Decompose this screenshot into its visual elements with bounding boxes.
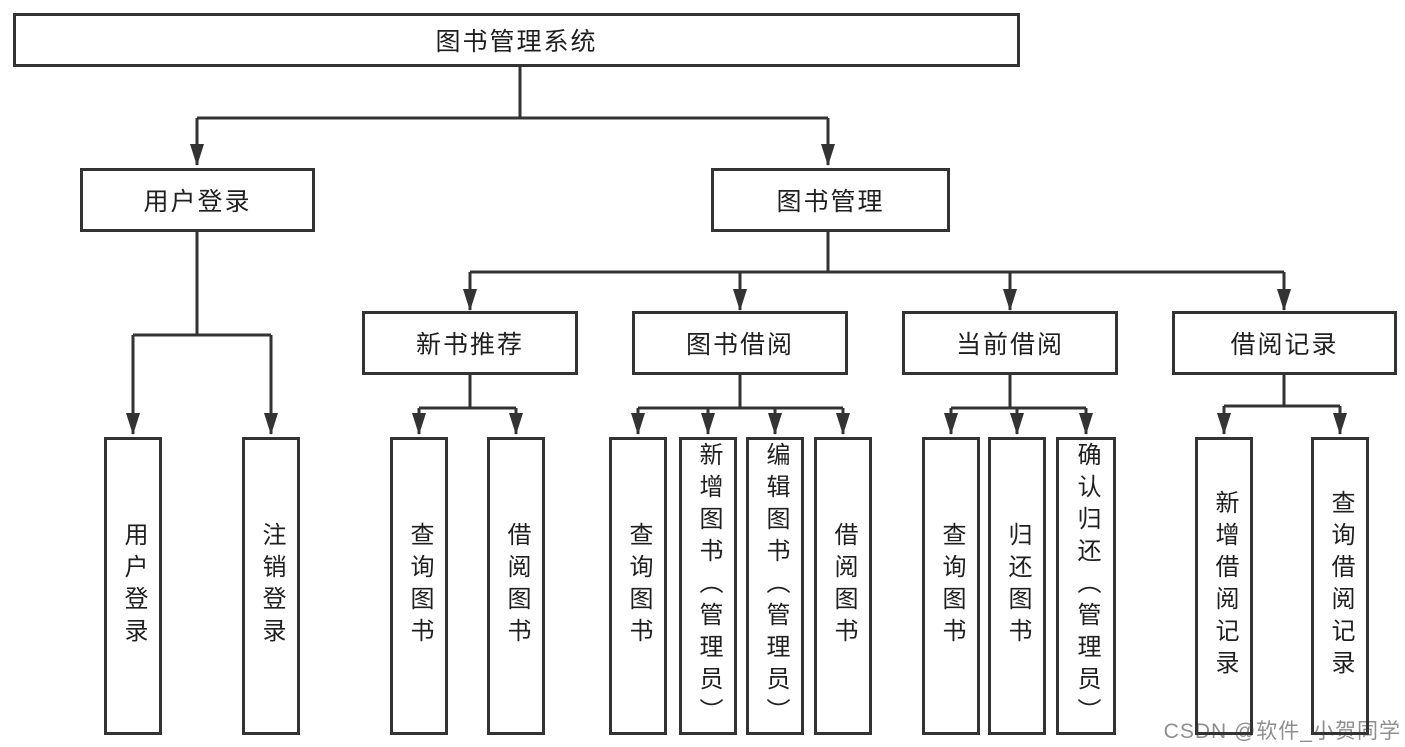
node-new-book-rec: 新书推荐 [362, 311, 578, 375]
leaf-br-search-record: 查询借阅记录 [1311, 437, 1369, 735]
node-root-label: 图书管理系统 [435, 28, 598, 56]
leaf-bb-search-books: 查询图书 [609, 437, 667, 735]
leaf-cb-return-books: 归还图书 [988, 437, 1046, 735]
leaf-bb-edit-books: 编辑图书（管理员） [746, 437, 804, 735]
leaf-bb-borrow-books-label: 借阅图书 [830, 522, 857, 650]
leaf-user-login: 用户登录 [104, 437, 162, 735]
leaf-nb-borrow-books-label: 借阅图书 [503, 522, 530, 650]
leaf-cb-confirm-return: 确认归还（管理员） [1056, 437, 1116, 735]
connector-current-borrow-stem [951, 375, 1086, 410]
node-new-book-rec-label: 新书推荐 [415, 331, 524, 359]
leaf-br-add-record-label: 新增借阅记录 [1211, 490, 1238, 682]
connector-root-stem [197, 67, 828, 120]
connector-borrow-record-stem [1224, 375, 1340, 408]
leaf-br-search-record-label: 查询借阅记录 [1327, 490, 1354, 682]
connector-book-borrow-stem [638, 375, 843, 410]
node-borrow-record: 借阅记录 [1172, 311, 1397, 375]
leaf-bb-add-books: 新增图书（管理员） [679, 437, 737, 735]
node-user-login-label: 用户登录 [143, 188, 252, 216]
leaf-cb-search-books: 查询图书 [922, 437, 980, 735]
leaf-nb-search-books-label: 查询图书 [406, 522, 433, 650]
csdn-watermark: CSDN @软件_小贺同学 [1163, 720, 1401, 743]
node-user-login: 用户登录 [80, 168, 315, 232]
node-borrow-record-label: 借阅记录 [1230, 331, 1339, 359]
node-book-mgmt: 图书管理 [711, 168, 950, 232]
leaf-cb-confirm-return-label: 确认归还（管理员） [1073, 442, 1100, 730]
leaf-bb-add-books-label: 新增图书（管理员） [695, 442, 722, 730]
leaf-nb-borrow-books: 借阅图书 [487, 437, 545, 735]
leaf-cb-search-books-label: 查询图书 [938, 522, 965, 650]
connector-user-login-stem [133, 232, 271, 337]
leaf-cb-return-books-label: 归还图书 [1004, 522, 1031, 650]
leaf-nb-search-books: 查询图书 [390, 437, 448, 735]
leaf-user-login-label: 用户登录 [120, 522, 147, 650]
connector-book-mgmt-stem [470, 232, 1284, 274]
leaf-bb-borrow-books: 借阅图书 [814, 437, 872, 735]
node-root: 图书管理系统 [13, 13, 1020, 67]
leaf-logout: 注销登录 [242, 437, 300, 735]
leaf-br-add-record: 新增借阅记录 [1195, 437, 1253, 735]
leaf-logout-label: 注销登录 [258, 522, 285, 650]
node-book-borrow-label: 图书借阅 [685, 331, 794, 359]
connector-new-book-rec-stem [419, 375, 516, 410]
node-book-mgmt-label: 图书管理 [776, 188, 885, 216]
node-current-borrow-label: 当前借阅 [955, 331, 1064, 359]
node-current-borrow: 当前借阅 [902, 311, 1118, 375]
node-book-borrow: 图书借阅 [632, 311, 848, 375]
leaf-bb-edit-books-label: 编辑图书（管理员） [762, 442, 789, 730]
leaf-bb-search-books-label: 查询图书 [625, 522, 652, 650]
